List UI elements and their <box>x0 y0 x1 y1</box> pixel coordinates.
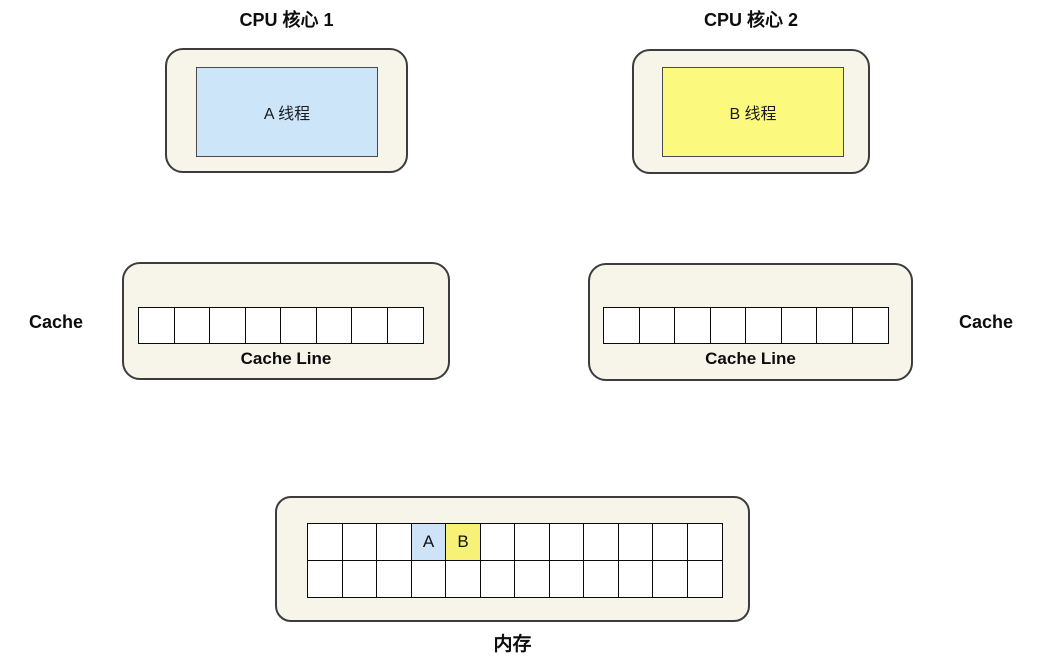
memory-cell <box>548 523 585 561</box>
memory-cell <box>617 559 654 598</box>
cpu-core-1-title: CPU 核心 1 <box>239 10 334 30</box>
memory-cell <box>307 559 343 598</box>
cache-cell <box>709 307 747 344</box>
cache-label-left: Cache <box>28 312 84 332</box>
cache-label-right: Cache <box>958 312 1014 332</box>
memory-cell <box>514 559 550 598</box>
memory-cell <box>583 523 619 561</box>
cache-line-label-right: Cache Line <box>705 349 796 368</box>
cache-cell <box>280 307 317 344</box>
memory-cell <box>445 559 481 598</box>
cpu-core-2-title: CPU 核心 2 <box>703 10 799 30</box>
cache-cell <box>315 307 353 344</box>
memory-cell <box>686 559 723 598</box>
memory-cell <box>583 559 619 598</box>
memory-cell <box>652 559 688 598</box>
cache-cell <box>780 307 818 344</box>
cache-line-label-left: Cache Line <box>240 349 332 368</box>
memory-cell <box>617 523 654 561</box>
cache-cell <box>851 307 889 344</box>
cpu-core-2-box: B 线程 <box>632 49 870 174</box>
cache-cell <box>244 307 282 344</box>
cache-cell <box>638 307 676 344</box>
memory-cell <box>341 523 378 561</box>
memory-cell-a: A <box>410 523 447 561</box>
cpu-core-1-box: A 线程 <box>165 48 408 173</box>
cache-box-left: Cache Line <box>122 262 450 380</box>
cache-line-cells-left <box>138 307 424 344</box>
memory-cell <box>514 523 550 561</box>
thread-a-label: A 线程 <box>263 106 311 123</box>
memory-cell <box>479 559 516 598</box>
cache-line-cells-right <box>603 307 889 344</box>
cache-cell <box>209 307 246 344</box>
cache-cell <box>745 307 782 344</box>
cache-cell <box>351 307 388 344</box>
memory-cell <box>341 559 378 598</box>
cache-cell <box>674 307 711 344</box>
cache-cell <box>386 307 424 344</box>
cache-cell <box>603 307 640 344</box>
memory-cell <box>376 559 412 598</box>
memory-cell <box>548 559 585 598</box>
memory-cell <box>686 523 723 561</box>
memory-cell-b: B <box>445 523 481 561</box>
memory-row <box>307 559 723 598</box>
memory-cell <box>652 523 688 561</box>
cache-cell <box>816 307 853 344</box>
thread-b-box: B 线程 <box>662 67 844 157</box>
cache-cell <box>173 307 211 344</box>
memory-cell <box>307 523 343 561</box>
cache-cell <box>138 307 175 344</box>
memory-cell <box>410 559 447 598</box>
memory-cell <box>479 523 516 561</box>
thread-b-label: B 线程 <box>729 106 777 123</box>
memory-cell <box>376 523 412 561</box>
cache-box-right: Cache Line <box>588 263 913 381</box>
thread-a-box: A 线程 <box>196 67 378 157</box>
memory-label: 内存 <box>493 634 532 655</box>
